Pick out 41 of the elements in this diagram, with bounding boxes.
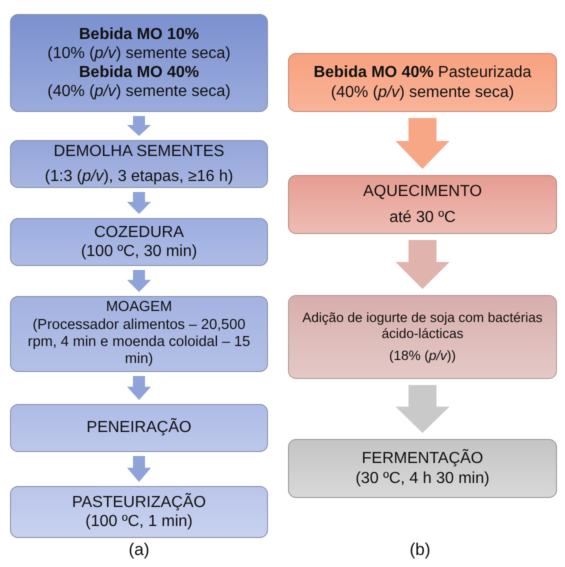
process-box <box>10 140 268 188</box>
arrow <box>127 116 151 136</box>
step-text: (1:3 (p/v), 3 etapas, ≥16 h) <box>44 167 234 186</box>
step-text: Adição de iogurte de soja com bactérias ácido-lácticas <box>301 310 544 342</box>
step-heading: Bebida MO 40% <box>78 63 200 82</box>
arrow <box>127 270 151 292</box>
process-box <box>288 53 557 112</box>
step-text: MOAGEM <box>106 299 172 317</box>
process-box <box>10 14 268 112</box>
arrow <box>396 385 450 433</box>
step-text: (10% (p/v) semente seca) <box>47 44 231 63</box>
step-text: (40% (p/v) semente seca) <box>330 82 514 102</box>
step-text: PASTEURIZAÇÃO <box>72 492 206 512</box>
arrow <box>127 456 151 482</box>
arrow <box>396 118 450 169</box>
arrow <box>127 376 151 400</box>
arrow <box>127 192 151 214</box>
process-box <box>288 439 557 498</box>
process-box <box>10 486 268 538</box>
step-text: (40% (p/v) semente seca) <box>47 82 231 102</box>
panel-label: (a) <box>128 540 150 560</box>
step-text: (18% (p/v)) <box>389 348 456 364</box>
process-box <box>10 404 268 452</box>
step-text: até 30 ºC <box>389 208 456 227</box>
step-heading: Bebida MO 10% <box>78 24 200 44</box>
process-box <box>288 295 557 379</box>
process-box <box>10 296 268 372</box>
step-text: FERMENTAÇÃO <box>362 449 484 468</box>
step-text: AQUECIMENTO <box>363 182 482 202</box>
step-text: PENEIRAÇÃO <box>86 418 192 438</box>
step-text: (100 ºC, 30 min) <box>80 242 198 262</box>
step-text: (100 ºC, 1 min) <box>85 512 193 532</box>
step-text: (30 ºC, 4 h 30 min) <box>356 468 490 488</box>
step-text: (Processador alimentos – 20,500 rpm, 4 min e moenda coloidal – 15 min) <box>26 316 252 369</box>
arrow <box>396 240 450 289</box>
step-text: COZEDURA <box>94 222 184 242</box>
step-text: DEMOLHA SEMENTES <box>54 142 224 161</box>
process-box <box>10 218 268 266</box>
panel-label: (b) <box>408 540 432 560</box>
process-box <box>288 175 557 234</box>
step-text: Bebida MO 40% Pasteurizada <box>314 63 532 82</box>
